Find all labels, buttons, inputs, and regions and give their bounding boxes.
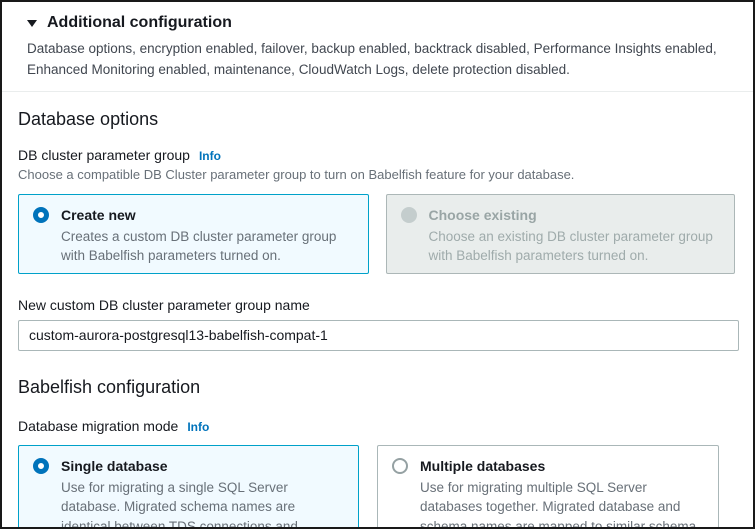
tile-create-new[interactable]: Create new Creates a custom DB cluster p… xyxy=(18,193,369,274)
tile-choose-existing-title: Choose existing xyxy=(428,206,537,223)
database-options-heading: Database options xyxy=(18,108,159,129)
radio-disabled-icon xyxy=(400,206,417,223)
radio-checked-icon[interactable] xyxy=(33,457,49,474)
parameter-group-info-link[interactable]: Info xyxy=(198,148,221,163)
migration-mode-label: Database migration mode xyxy=(18,417,179,434)
tile-choose-existing-description: Choose an existing DB cluster parameter … xyxy=(428,228,713,264)
panel-content: Database options DB cluster parameter gr… xyxy=(2,108,753,529)
tile-single-database-title: Single database xyxy=(61,457,168,474)
group-name-input[interactable] xyxy=(18,319,739,351)
tile-multiple-databases[interactable]: Multiple databases Use for migrating mul… xyxy=(377,444,719,529)
babelfish-configuration-heading: Babelfish configuration xyxy=(18,376,201,397)
parameter-group-tiles: Create new Creates a custom DB cluster p… xyxy=(18,193,735,274)
migration-mode-info-link[interactable]: Info xyxy=(187,419,210,434)
expander-title: Additional configuration xyxy=(47,14,232,31)
tile-create-new-description: Creates a custom DB cluster parameter gr… xyxy=(61,228,337,264)
tile-create-new-title: Create new xyxy=(61,206,136,223)
migration-mode-tiles: Single database Use for migrating a sing… xyxy=(18,444,735,529)
parameter-group-label: DB cluster parameter group xyxy=(18,146,190,163)
radio-checked-icon[interactable] xyxy=(33,206,49,223)
tile-multiple-databases-description: Use for migrating multiple SQL Server da… xyxy=(420,479,697,529)
expander-header[interactable]: Additional configuration Database option… xyxy=(2,2,753,92)
expander-summary: Database options, encryption enabled, fa… xyxy=(27,41,717,77)
tile-single-database[interactable]: Single database Use for migrating a sing… xyxy=(18,444,359,529)
parameter-group-description: Choose a compatible DB Cluster parameter… xyxy=(18,166,575,182)
group-name-label: New custom DB cluster parameter group na… xyxy=(18,296,310,313)
tile-multiple-databases-title: Multiple databases xyxy=(420,457,546,474)
caret-down-icon xyxy=(27,19,37,27)
radio-unchecked-icon[interactable] xyxy=(392,457,408,474)
tile-choose-existing: Choose existing Choose an existing DB cl… xyxy=(385,193,735,274)
tile-single-database-description: Use for migrating a single SQL Server da… xyxy=(61,479,298,529)
